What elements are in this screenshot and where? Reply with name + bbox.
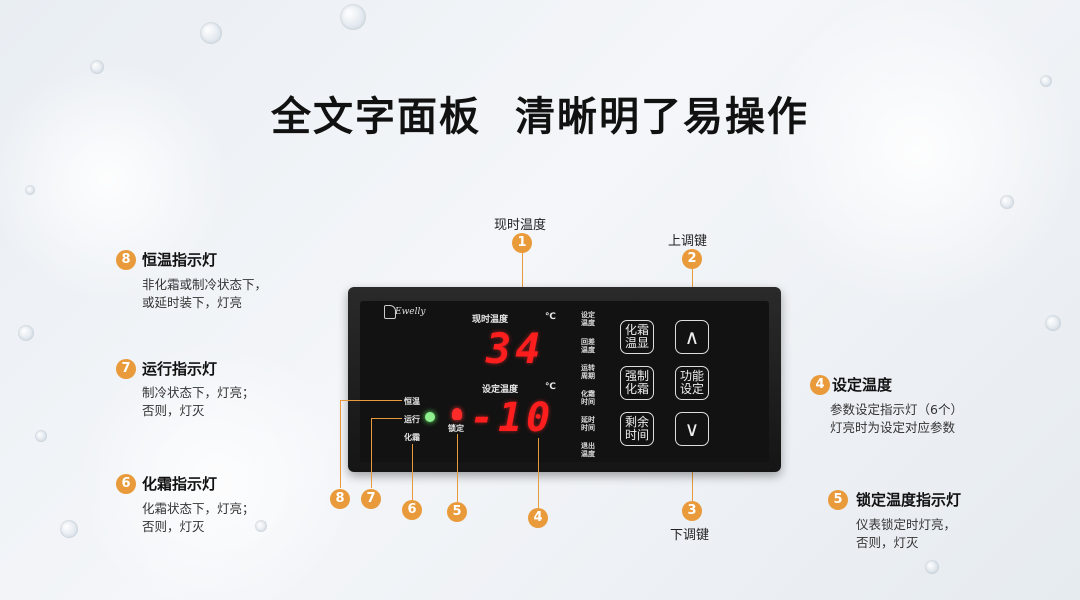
note-number-7: 7 xyxy=(116,359,136,379)
callout-number-6: 6 xyxy=(402,500,422,520)
param-label-exit-temp: 退出温度 xyxy=(581,442,595,458)
leader-line xyxy=(371,418,402,419)
decor-bubble xyxy=(1045,315,1061,331)
callout-number-5: 5 xyxy=(447,502,467,522)
lock-led xyxy=(452,408,462,420)
note-number-8: 8 xyxy=(116,250,136,270)
force-defrost-key[interactable]: 强制化霜 xyxy=(620,366,654,400)
leader-line xyxy=(692,443,693,501)
note-desc-line: 否则，灯灭 xyxy=(142,519,205,534)
chevron-down-icon: ∨ xyxy=(684,416,700,441)
title-part2: 清晰明了易操作 xyxy=(515,94,809,140)
indicator-label-constant-temp: 恒温 xyxy=(404,397,420,406)
brand-logo-icon xyxy=(384,305,396,319)
callout-label-up-key: 上调键 xyxy=(668,234,708,249)
param-label-run-cycle: 运转周期 xyxy=(581,364,595,380)
remaining-time-key[interactable]: 剩余时间 xyxy=(620,412,654,446)
leader-line xyxy=(340,400,402,401)
callout-label-down-key: 下调键 xyxy=(670,528,710,543)
callout-number-4: 4 xyxy=(528,508,548,528)
param-label-hysteresis: 回差温度 xyxy=(581,338,595,354)
controller-face xyxy=(360,301,769,462)
note-desc-line: 非化霜或制冷状态下， xyxy=(142,277,268,292)
indicator-label-lock: 锁定 xyxy=(448,424,464,433)
callout-label-current-temp: 现时温度 xyxy=(494,218,547,233)
up-key[interactable]: ∧ xyxy=(675,320,709,354)
note-title-lock-temp: 锁定温度指示灯 xyxy=(856,491,962,509)
set-temp-unit: ℃ xyxy=(545,382,556,392)
indicator-label-defrost: 化霜 xyxy=(404,433,420,442)
decor-bubble xyxy=(340,4,366,30)
note-title-running: 运行指示灯 xyxy=(142,360,218,378)
note-desc-line: 参数设定指示灯（6个） xyxy=(830,402,963,417)
note-desc-line: 化霜状态下，灯亮； xyxy=(142,501,255,516)
callout-number-2: 2 xyxy=(682,249,702,269)
decor-bubble xyxy=(25,185,35,195)
note-desc-line: 制冷状态下，灯亮； xyxy=(142,385,255,400)
current-temp-display: 34 xyxy=(486,324,545,373)
decor-bubble xyxy=(1000,195,1014,209)
note-number-5: 5 xyxy=(828,490,848,510)
note-desc-line: 灯亮时为设定对应参数 xyxy=(830,420,956,435)
param-label-delay-time: 延时时间 xyxy=(581,416,595,432)
callout-number-1: 1 xyxy=(512,233,532,253)
current-temp-label: 现时温度 xyxy=(472,315,509,325)
leader-line xyxy=(412,444,413,500)
leader-line xyxy=(538,438,539,508)
decor-bubble xyxy=(18,325,34,341)
decor-bubble xyxy=(60,520,78,538)
note-desc-line: 否则，灯灭 xyxy=(856,535,919,550)
decor-bubble xyxy=(35,430,47,442)
note-title-defrost: 化霜指示灯 xyxy=(142,475,218,493)
chevron-up-icon: ∧ xyxy=(684,324,700,349)
function-set-key[interactable]: 功能设定 xyxy=(675,366,709,400)
page-title: 全文字面板清晰明了易操作 xyxy=(0,84,1080,142)
note-number-6: 6 xyxy=(116,474,136,494)
decor-bubble xyxy=(90,60,104,74)
defrost-temp-display-key[interactable]: 化霜温显 xyxy=(620,320,654,354)
note-number-4: 4 xyxy=(810,375,830,395)
current-temp-unit: ℃ xyxy=(545,312,556,322)
running-led xyxy=(425,412,435,422)
note-desc-line: 或延时装下，灯亮 xyxy=(142,295,243,310)
decor-bubble xyxy=(200,22,222,44)
set-temp-label: 设定温度 xyxy=(482,385,519,395)
brand-logo: Ewelly xyxy=(395,307,426,317)
note-desc-line: 仪表锁定时灯亮， xyxy=(856,517,957,532)
note-desc-line: 否则，灯灭 xyxy=(142,403,205,418)
title-part1: 全文字面板 xyxy=(271,94,481,140)
leader-line xyxy=(522,253,523,313)
callout-number-7: 7 xyxy=(361,489,381,509)
set-temp-display: -10 xyxy=(470,395,555,441)
param-label-defrost-time: 化霜时间 xyxy=(581,390,595,406)
note-title-set-temp: 设定温度 xyxy=(832,376,893,394)
note-title-constant-temp: 恒温指示灯 xyxy=(142,251,218,269)
param-label-set-temp: 设定温度 xyxy=(581,311,595,327)
callout-number-3: 3 xyxy=(682,501,702,521)
leader-line xyxy=(340,400,341,488)
callout-number-8: 8 xyxy=(330,489,350,509)
decor-bubble xyxy=(255,520,267,532)
decor-bubble xyxy=(925,560,939,574)
down-key[interactable]: ∨ xyxy=(675,412,709,446)
leader-line xyxy=(457,434,458,502)
leader-line xyxy=(371,418,372,488)
indicator-label-running: 运行 xyxy=(404,415,420,424)
decor-bubble xyxy=(1040,75,1052,87)
